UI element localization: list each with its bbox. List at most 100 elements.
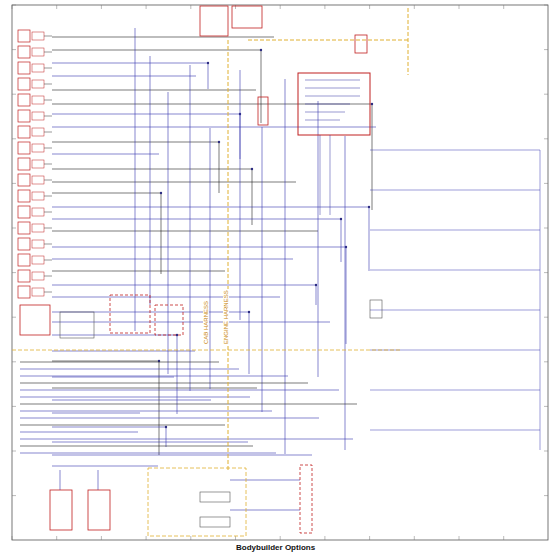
fuse-symbol	[32, 288, 44, 296]
wire	[20, 376, 288, 377]
switch-outline	[155, 305, 183, 335]
splice-dot	[165, 426, 167, 428]
fuse-symbol	[32, 144, 44, 152]
fuse-symbol	[32, 64, 44, 72]
wire	[60, 470, 61, 490]
frame-tick	[324, 5, 325, 9]
wire	[20, 390, 339, 391]
wire	[20, 404, 357, 405]
wire	[52, 76, 196, 77]
fuse-symbol	[32, 208, 44, 216]
relay-symbol	[18, 222, 30, 234]
wire	[177, 335, 178, 414]
frame-tick	[235, 536, 236, 540]
relay-symbol	[18, 110, 30, 122]
frame-tick	[101, 5, 102, 9]
wire	[20, 446, 253, 447]
wire	[20, 369, 239, 370]
wire	[52, 169, 252, 170]
splice-dot	[368, 206, 370, 208]
wire	[52, 193, 161, 194]
wire	[52, 466, 158, 467]
wire	[44, 228, 52, 229]
frame-tick	[503, 5, 504, 9]
wire	[372, 104, 373, 210]
fuse-symbol	[32, 80, 44, 88]
connector-outline	[370, 300, 382, 318]
wire	[369, 207, 370, 271]
connector-outline	[50, 490, 72, 530]
wire	[370, 270, 540, 271]
wire	[52, 104, 372, 105]
wire	[318, 101, 319, 377]
wire	[44, 84, 52, 85]
wire	[52, 127, 376, 128]
wire	[44, 164, 52, 165]
wire	[261, 50, 262, 123]
connector-outline	[200, 6, 228, 36]
relay-symbol	[18, 206, 30, 218]
wire	[44, 180, 52, 181]
frame-tick	[12, 228, 16, 229]
wire	[20, 425, 225, 426]
wire	[345, 136, 346, 450]
wire	[240, 70, 241, 320]
wire	[44, 132, 52, 133]
wire	[52, 182, 296, 183]
frame-tick	[503, 536, 504, 540]
connector-outline	[258, 97, 268, 125]
wire	[52, 247, 346, 248]
fuse-symbol	[32, 160, 44, 168]
frame-tick	[544, 183, 548, 184]
fuse-symbol	[32, 224, 44, 232]
frame-tick	[101, 536, 102, 540]
frame-tick	[369, 536, 370, 540]
relay-symbol	[18, 30, 30, 42]
frame-tick	[544, 317, 548, 318]
wire	[370, 150, 540, 151]
fuse-symbol	[32, 112, 44, 120]
wire	[44, 148, 52, 149]
wire	[44, 36, 52, 37]
splice-dot	[371, 103, 373, 105]
frame-tick	[414, 5, 415, 9]
frame-tick	[544, 94, 548, 95]
frame-tick	[146, 5, 147, 9]
fuse-symbol	[32, 96, 44, 104]
frame-tick	[544, 138, 548, 139]
harness-divider	[248, 40, 408, 41]
relay-symbol	[18, 46, 30, 58]
wire	[44, 100, 52, 101]
relay-symbol	[18, 78, 30, 90]
relay-symbol	[18, 254, 30, 266]
frame-tick	[414, 536, 415, 540]
wire	[44, 196, 52, 197]
wire	[20, 397, 250, 398]
wire	[52, 285, 316, 286]
harness-label: CAB HARNESS	[203, 300, 209, 345]
frame-tick	[12, 94, 16, 95]
wire	[370, 350, 540, 351]
wire	[540, 150, 541, 450]
frame-tick	[12, 495, 16, 496]
module-pins	[305, 80, 360, 215]
wire	[20, 432, 138, 433]
wire	[44, 244, 52, 245]
frame-tick	[280, 536, 281, 540]
wire	[161, 193, 162, 274]
wire	[262, 127, 263, 412]
wire	[20, 362, 219, 363]
wire	[52, 114, 240, 115]
wire	[219, 142, 220, 193]
wire	[346, 247, 347, 344]
wire	[370, 390, 540, 391]
wire	[52, 259, 293, 260]
frame-tick	[56, 5, 57, 9]
relay-symbol	[18, 238, 30, 250]
wire	[52, 37, 274, 38]
harness-divider	[12, 350, 400, 351]
frame-tick	[12, 5, 16, 6]
wire	[249, 312, 250, 374]
